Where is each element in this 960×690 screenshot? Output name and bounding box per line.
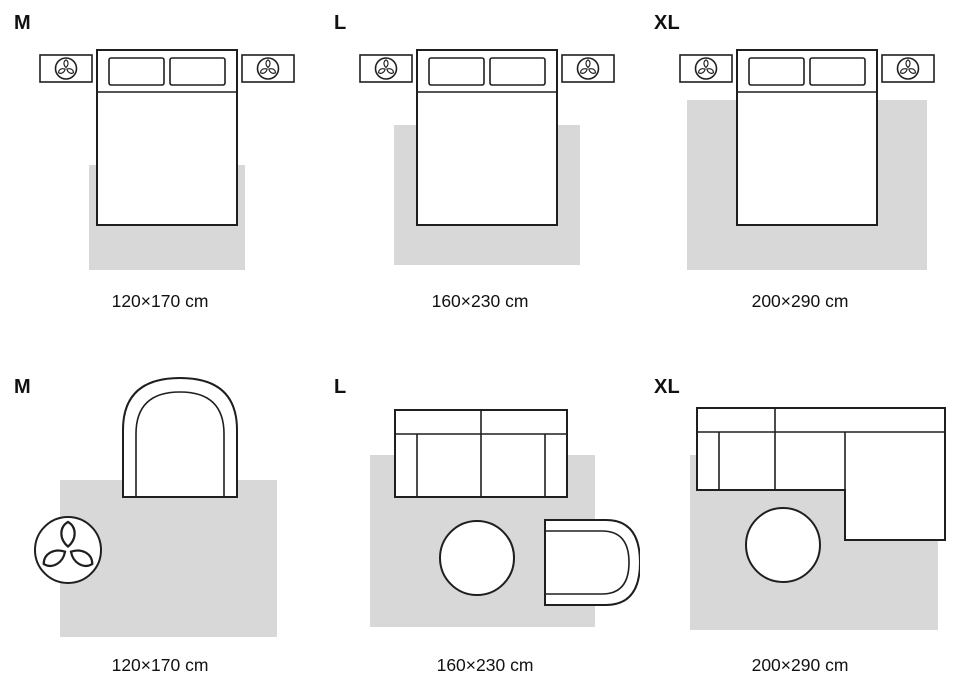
size-label: XL: [654, 12, 680, 34]
coffee-table: [439, 520, 515, 596]
rug-dimensions: 200×290 cm: [751, 291, 849, 311]
pillow-right: [169, 57, 226, 86]
size-label: L: [334, 376, 347, 398]
rug-dimensions: 160×230 cm: [436, 655, 534, 675]
bedroom-xl-diagram: [679, 49, 935, 270]
sofa: [394, 409, 568, 498]
size-label: L: [334, 12, 347, 34]
rug-dimensions: 160×230 cm: [431, 291, 529, 311]
bed: [96, 49, 238, 226]
livingroom-rug-m-panel: M 120×170 cm: [10, 372, 310, 688]
armchair: [544, 519, 640, 606]
rug-dimensions: 120×170 cm: [111, 291, 209, 311]
rug-dimensions: 120×170 cm: [111, 655, 209, 675]
bedroom-rug-m-panel: M 120×170 cm: [10, 8, 310, 322]
livingroom-rug-xl-panel: XL 200×290 cm: [650, 372, 950, 688]
bed: [736, 49, 878, 226]
bed: [416, 49, 558, 226]
livingroom-rug-l-panel: L 160×230 cm: [330, 372, 640, 688]
bedroom-l-diagram: [359, 49, 615, 265]
pillow-left: [108, 57, 165, 86]
potted-plant: [34, 516, 102, 584]
pillow-right: [489, 57, 546, 86]
sectional-sofa: [696, 407, 946, 541]
bedroom-m-diagram: [39, 49, 295, 270]
armchair: [122, 376, 238, 498]
pillow-left: [428, 57, 485, 86]
nightstand-right: [561, 54, 615, 83]
bedroom-rug-l-panel: L 160×230 cm: [330, 8, 630, 322]
size-label: XL: [654, 376, 680, 398]
bedroom-rug-xl-panel: XL 200×290 cm: [650, 8, 950, 322]
nightstand-right: [881, 54, 935, 83]
rug-dimensions: 200×290 cm: [751, 655, 849, 675]
livingroom-xl-diagram: [690, 407, 946, 630]
livingroom-l-diagram: [370, 409, 640, 627]
size-label: M: [14, 12, 31, 34]
livingroom-m-diagram: [34, 376, 277, 637]
nightstand-right: [241, 54, 295, 83]
pillow-right: [809, 57, 866, 86]
coffee-table: [745, 507, 821, 583]
nightstand-left: [359, 54, 413, 83]
nightstand-left: [39, 54, 93, 83]
nightstand-left: [679, 54, 733, 83]
pillow-left: [748, 57, 805, 86]
size-label: M: [14, 376, 31, 398]
